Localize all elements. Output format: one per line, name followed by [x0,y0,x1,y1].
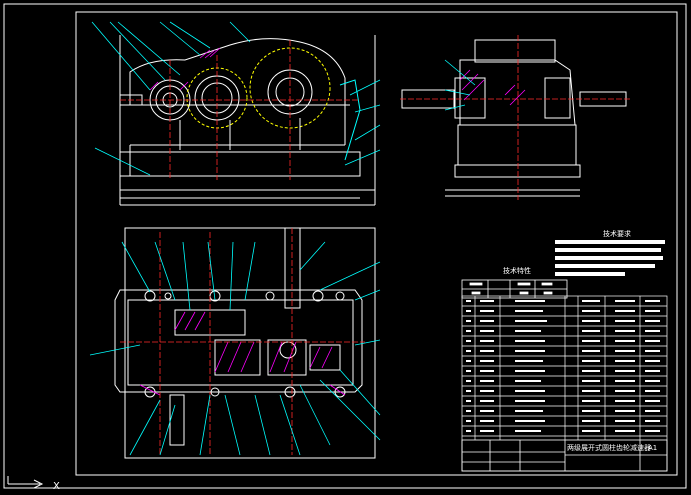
front-view-centerlines [120,40,360,180]
ucs-axis-icon [7,476,44,489]
front-view-leaders [91,21,381,176]
side-view-hatch [459,69,526,106]
outer-frame [3,3,687,489]
top-view [114,227,376,459]
top-view-centerlines [120,228,365,455]
title-block [461,439,668,472]
sheet-code: A1 [648,444,657,452]
top-view-leaders [89,241,381,456]
side-view-leaders [444,59,476,111]
characteristics-table: 技术特性 [461,266,568,299]
side-view [401,39,627,197]
front-view [119,35,376,206]
side-view-centerlines [400,35,630,200]
ucs-x-label: X [53,481,60,492]
parts-list [461,295,668,472]
top-view-hatch [139,311,346,396]
tech-requirements-title: 技术要求 [603,229,631,238]
inner-frame [75,11,678,476]
characteristics-title: 技术特性 [503,266,531,275]
tech-requirements: 技术要求 [555,229,665,276]
parts-list-text [466,300,660,432]
front-view-hatch [149,47,221,91]
title-block-name: 两级展开式圆柱齿轮减速器 [567,443,651,452]
